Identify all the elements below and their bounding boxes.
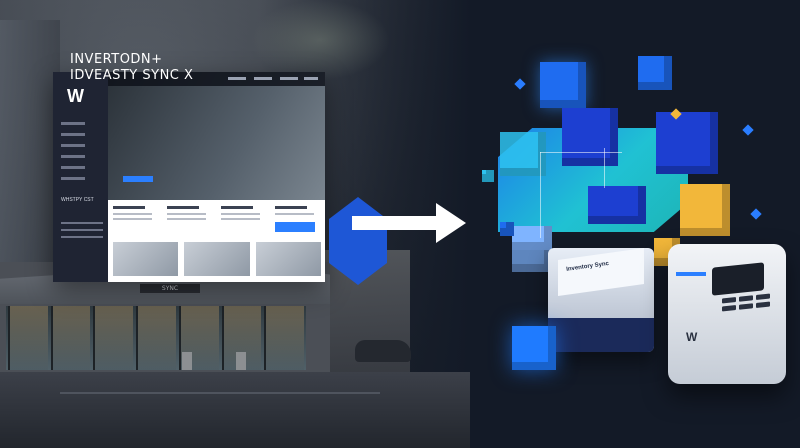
thumbnail — [255, 242, 321, 276]
cube — [540, 62, 586, 108]
mockup-nav — [61, 122, 101, 188]
street-marking — [60, 392, 380, 394]
pos-screen — [712, 262, 764, 296]
blurred-trees — [250, 0, 390, 80]
meta-line — [61, 229, 103, 231]
topbar-link — [254, 77, 272, 80]
nav-line — [61, 144, 85, 147]
cta-button — [275, 222, 315, 232]
feature-card — [221, 206, 267, 223]
arrow-right-icon — [352, 216, 438, 230]
pos-key — [722, 297, 736, 304]
mockup-sidebar: W WHSTPY CST — [53, 72, 108, 282]
feature-card — [113, 206, 159, 223]
sidebar-meta — [61, 222, 103, 243]
cube — [588, 186, 646, 224]
pos-key — [739, 295, 753, 302]
feature-card — [275, 206, 321, 223]
connector-line — [604, 148, 605, 188]
storefront-windows — [6, 306, 306, 370]
window-pane — [264, 306, 305, 370]
cube — [500, 222, 514, 236]
topbar-link — [228, 77, 246, 80]
sparkle-icon — [514, 78, 526, 90]
window-pane — [50, 306, 91, 370]
storefront-sign: SYNC — [140, 284, 200, 293]
nav-line — [61, 155, 85, 158]
nav-line — [61, 133, 85, 136]
sparkle-icon — [750, 208, 762, 220]
arrow-head-icon — [436, 203, 466, 243]
pos-terminal — [668, 244, 786, 384]
brand-logo: W — [67, 86, 84, 106]
cube — [512, 326, 556, 370]
cube — [562, 108, 618, 166]
sidebar-caption: WHSTPY CST — [61, 197, 94, 203]
nav-line — [61, 166, 85, 169]
pos-status-stripe — [676, 272, 706, 276]
planter — [182, 352, 192, 370]
cube — [500, 132, 546, 176]
connector-line — [540, 152, 541, 238]
nav-line — [61, 122, 85, 125]
thumbnail-row — [113, 242, 321, 276]
cube — [656, 112, 718, 174]
feature-card — [167, 206, 213, 223]
pos-logo: W — [686, 330, 698, 344]
pos-key — [756, 293, 770, 300]
thumbnail — [113, 242, 179, 276]
topbar-link — [304, 77, 318, 80]
receipt-printer-base — [548, 318, 654, 352]
cube — [680, 184, 730, 236]
blurred-building — [0, 20, 60, 280]
cube — [638, 56, 672, 90]
topbar-link — [280, 77, 298, 80]
website-mockup: W WHSTPY CST — [53, 72, 325, 282]
hero-button — [123, 176, 153, 182]
connector-line — [540, 152, 622, 153]
sparkle-icon — [742, 124, 754, 136]
mockup-topbar — [108, 72, 325, 86]
street — [0, 372, 470, 448]
window-pane — [93, 306, 134, 370]
thumbnail — [184, 242, 250, 276]
planter — [236, 352, 246, 370]
cube — [512, 250, 552, 272]
nav-line — [61, 177, 85, 180]
window-pane — [136, 306, 176, 370]
window-pane — [8, 306, 48, 370]
meta-line — [61, 222, 103, 224]
parked-car — [355, 340, 411, 362]
cube — [512, 226, 552, 250]
meta-line — [61, 236, 103, 238]
feature-cards — [113, 206, 321, 223]
cube — [482, 170, 494, 182]
hero-title: INVERTODN+ IDVEASTY SYNC X — [70, 52, 194, 83]
